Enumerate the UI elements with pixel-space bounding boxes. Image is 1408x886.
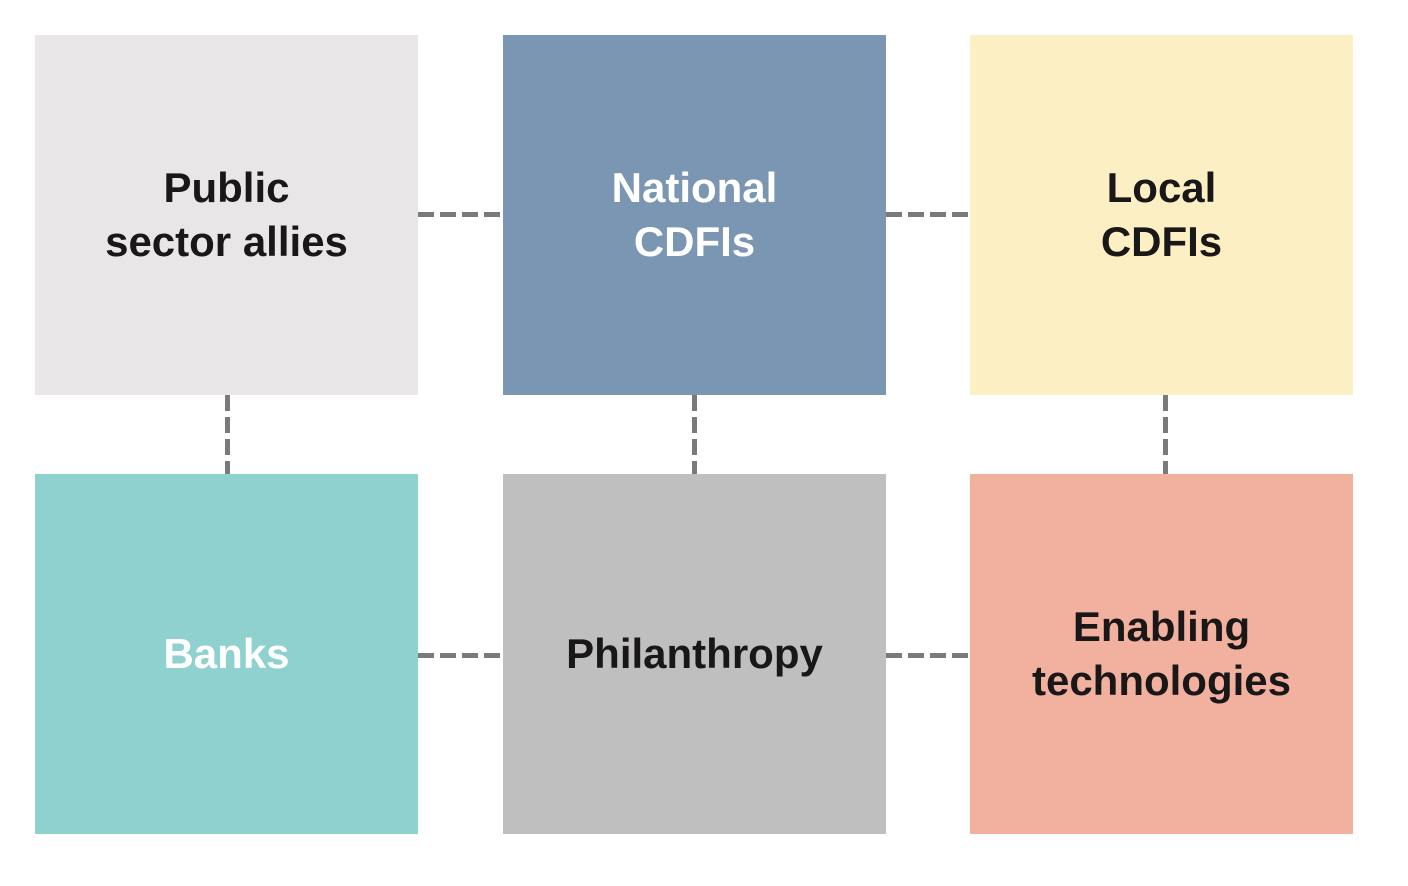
node-label: Enabling technologies (1031, 603, 1292, 704)
node-national-cdfis: National CDFIs (503, 35, 886, 395)
node-label: National CDFIs (611, 164, 778, 265)
node-banks: Banks (35, 474, 418, 834)
connector-banks-philanthropy (418, 653, 503, 658)
connector-national-philanthropy (692, 395, 697, 474)
node-label: Public sector allies (105, 164, 348, 265)
node-label: Local CDFIs (1100, 164, 1223, 265)
connector-philanthropy-enabling (886, 653, 970, 658)
node-local-cdfis: Local CDFIs (970, 35, 1353, 395)
node-public-sector-allies: Public sector allies (35, 35, 418, 395)
connector-public-banks (225, 395, 230, 474)
connector-local-enabling (1163, 395, 1168, 474)
connector-public-national (418, 212, 503, 217)
node-label: Banks (163, 630, 290, 677)
connector-national-local (886, 212, 970, 217)
node-label: Philanthropy (566, 630, 823, 677)
node-enabling-technologies: Enabling technologies (970, 474, 1353, 834)
node-philanthropy: Philanthropy (503, 474, 886, 834)
